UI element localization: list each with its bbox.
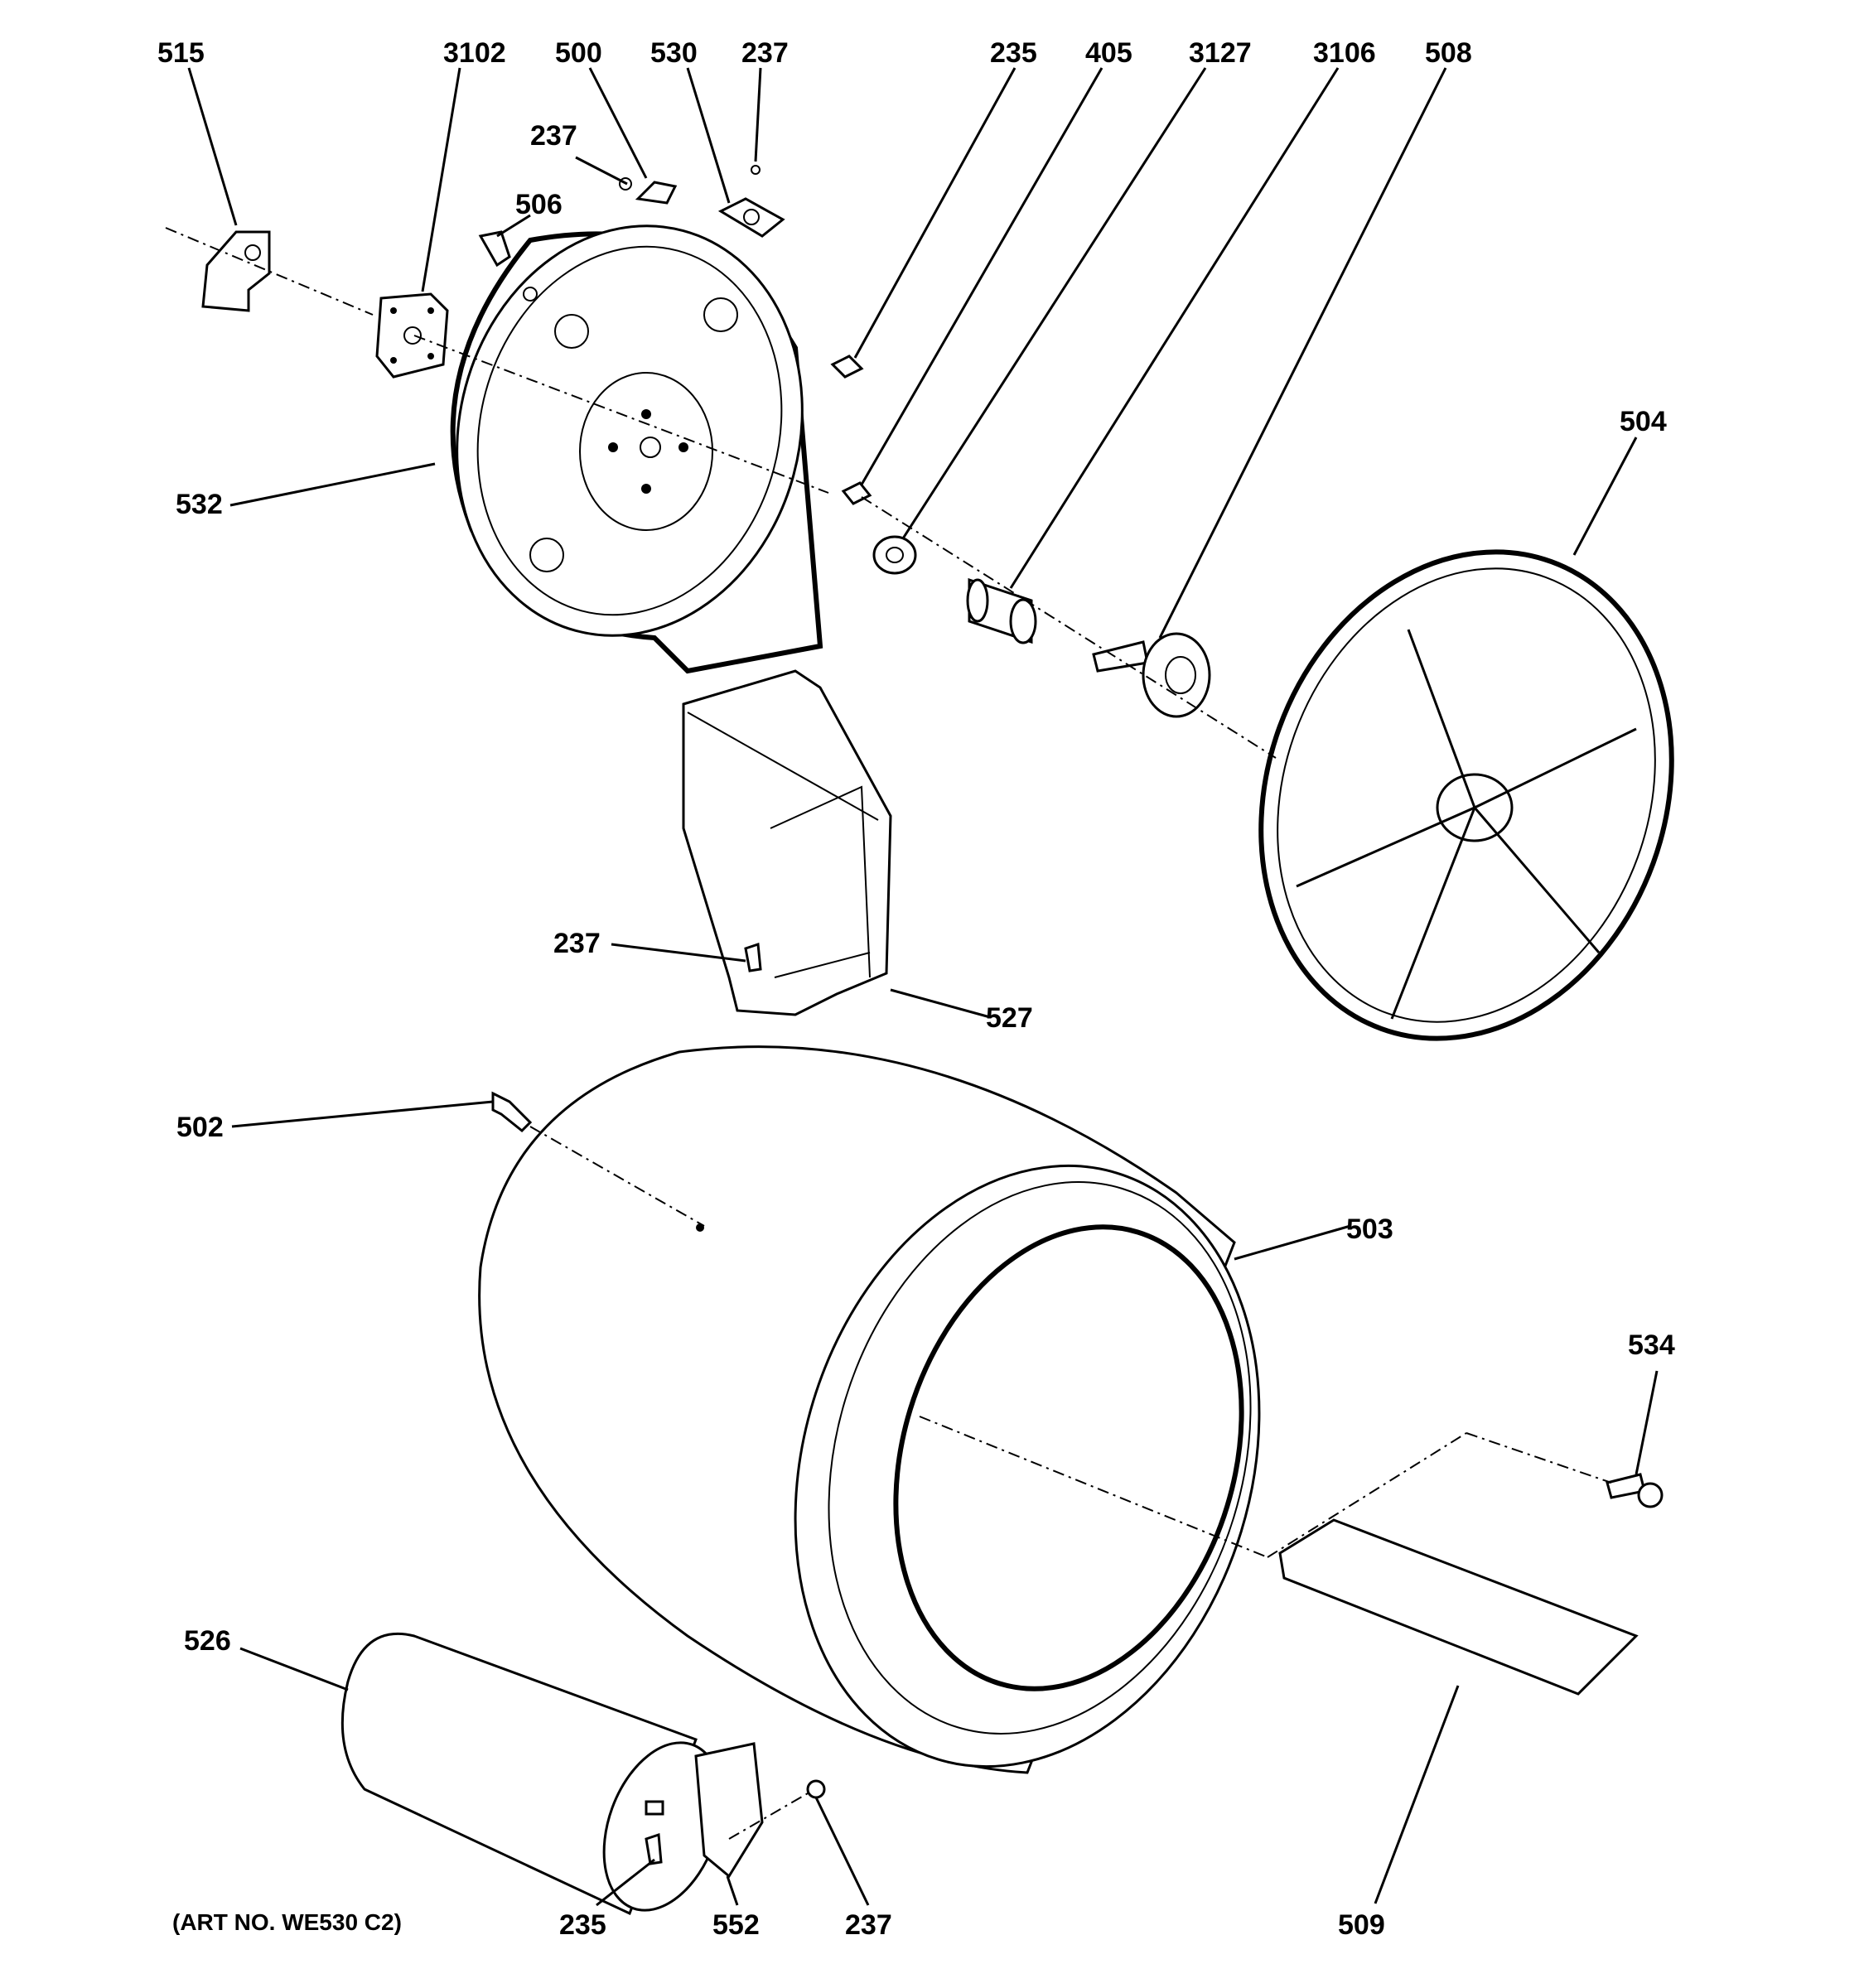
drum-503-part	[478, 1045, 1261, 1774]
callout-237-top: 237	[741, 37, 789, 69]
rear-bulkhead-part	[450, 224, 823, 674]
drum-back-504-part	[1258, 549, 1674, 1041]
callout-405: 405	[1085, 37, 1132, 69]
callout-534: 534	[1628, 1329, 1675, 1361]
heater-526-part	[340, 1632, 723, 1916]
screw-235-top-part	[830, 355, 864, 379]
callout-235-top: 235	[990, 37, 1037, 69]
callout-labels: 515 3102 500 530 237 235 405 3127 3106 5…	[157, 37, 1675, 1941]
callout-530: 530	[650, 37, 698, 69]
assembly-centerlines	[165, 227, 1612, 1840]
art-number-note: (ART NO. WE530 C2)	[172, 1909, 402, 1935]
callout-237-bottom: 237	[845, 1909, 892, 1941]
callout-552: 552	[712, 1909, 760, 1941]
seal-509-part	[1278, 1518, 1639, 1696]
callout-237-left: 237	[530, 120, 577, 152]
washer-3127-part	[872, 535, 917, 575]
callout-3102: 3102	[443, 37, 506, 69]
callout-500: 500	[555, 37, 602, 69]
callout-508: 508	[1425, 37, 1472, 69]
gasket-530-part	[717, 165, 785, 238]
shaft-508-part	[1092, 632, 1211, 718]
bearing-plate-3102-part	[375, 292, 449, 379]
heater-bracket-552-part	[694, 1742, 764, 1879]
callout-526: 526	[184, 1625, 231, 1657]
callout-506: 506	[515, 189, 563, 220]
bearing-3106-part	[966, 577, 1037, 644]
callout-504: 504	[1620, 406, 1667, 437]
callout-515: 515	[157, 37, 205, 69]
callout-502: 502	[176, 1112, 224, 1143]
callout-235-bottom: 235	[559, 1909, 606, 1941]
duct-527-part	[682, 669, 892, 1016]
callout-3127: 3127	[1189, 37, 1252, 69]
screw-237-duct-part	[744, 942, 762, 972]
fuse-506-part	[478, 230, 538, 302]
callout-503: 503	[1346, 1214, 1393, 1245]
thermostat-500-part	[619, 177, 678, 205]
callout-237-duct: 237	[553, 928, 601, 959]
callout-509: 509	[1338, 1909, 1385, 1941]
screw-534-part	[1606, 1473, 1664, 1508]
bracket-515-part	[201, 230, 271, 312]
callout-3106: 3106	[1313, 37, 1376, 69]
callout-527: 527	[986, 1002, 1033, 1034]
leader-lines	[187, 67, 1659, 1907]
callout-532: 532	[176, 489, 223, 520]
screw-237-bottom-part	[806, 1779, 826, 1799]
screw-235-bottom-part	[645, 1832, 663, 1865]
